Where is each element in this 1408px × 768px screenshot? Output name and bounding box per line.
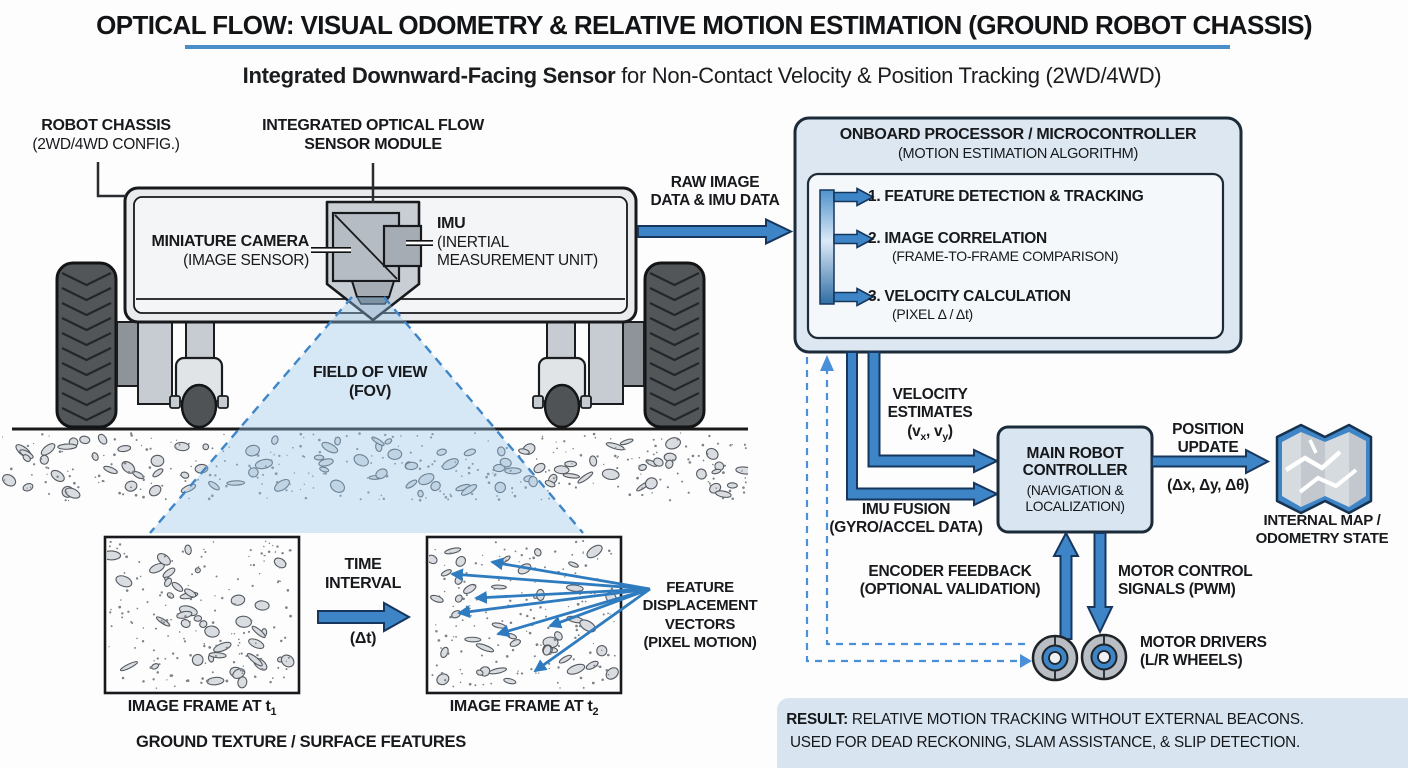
time-interval-arrow <box>317 601 412 633</box>
map-icon <box>1275 423 1373 515</box>
robot-chassis-label: ROBOT CHASSIS (2WD/4WD CONFIG.) <box>32 117 180 153</box>
processor-title: ONBOARD PROCESSOR / MICROCONTROLLER <box>839 126 1197 143</box>
motor-driver-right-icon <box>1080 633 1128 681</box>
step3-arrow <box>833 287 875 307</box>
main-robot-controller-box <box>996 425 1154 534</box>
image-frame-t1 <box>103 535 301 695</box>
page-subtitle: Integrated Downward-Facing Sensor for No… <box>242 63 1162 88</box>
miniature-camera-label: MINIATURE CAMERA (IMAGE SENSOR) <box>151 233 309 269</box>
image-frame-t2 <box>425 535 651 695</box>
sensor-module-label: INTEGRATED OPTICAL FLOW SENSOR MODULE <box>262 117 484 153</box>
step-3-label: 3. VELOCITY CALCULATION <box>868 288 1071 305</box>
motor-driver-left-icon <box>1031 634 1079 682</box>
feature-displacement-vectors <box>450 557 651 673</box>
processor-subtitle: (MOTION ESTIMATION ALGORITHM) <box>898 146 1138 162</box>
position-delta-label: (Δx, Δy, Δθ) <box>1167 477 1249 494</box>
motor-control-label: MOTOR CONTROL SIGNALS (PWM) <box>1118 563 1253 599</box>
optical-flow-sensor-module <box>325 200 423 322</box>
time-interval-label: TIME INTERVAL <box>324 556 402 592</box>
ground-texture-caption: GROUND TEXTURE / SURFACE FEATURES <box>136 733 466 751</box>
step-2-label: 2. IMAGE CORRELATION <box>868 230 1047 247</box>
frame2-caption: IMAGE FRAME AT t2 <box>449 698 599 719</box>
main-robot-controller-label: MAIN ROBOT CONTROLLER (NAVIGATION & LOCA… <box>1022 444 1128 514</box>
result-banner-text: RESULT: RELATIVE MOTION TRACKING WITHOUT… <box>786 711 1304 751</box>
raw-data-label: RAW IMAGE DATA & IMU DATA <box>650 174 780 210</box>
frame1-caption: IMAGE FRAME AT t1 <box>127 698 277 719</box>
dashed-up-arrowhead <box>820 355 834 371</box>
step-1-label: 1. FEATURE DETECTION & TRACKING <box>868 188 1144 205</box>
motor-control-arrow <box>1086 532 1114 635</box>
title-underline <box>185 45 1230 49</box>
step2-arrow <box>833 229 875 249</box>
page-title: OPTICAL FLOW: VISUAL ODOMETRY & RELATIVE… <box>96 10 1312 40</box>
position-update-label: POSITION UPDATE <box>1172 421 1244 457</box>
velocity-estimates-label: VELOCITY ESTIMATES (vx, vy) <box>887 386 973 443</box>
result-bar <box>777 698 1408 768</box>
position-update-arrow <box>1151 448 1271 475</box>
imu-fusion-label: IMU FUSION (GYRO/ACCEL DATA) <box>829 501 983 537</box>
chassis-callout-line <box>96 162 126 198</box>
internal-map-label: INTERNAL MAP / ODOMETRY STATE <box>1255 512 1389 547</box>
velocity-estimates-arrow <box>867 351 1000 474</box>
pipeline-bar <box>819 189 835 305</box>
caster-wheel-right <box>532 319 592 429</box>
step-2-sub: (FRAME-TO-FRAME COMPARISON) <box>892 248 1119 264</box>
dashed-right-arrowhead <box>1020 654 1032 668</box>
encoder-feedback-label: ENCODER FEEDBACK (OPTIONAL VALIDATION) <box>859 563 1041 599</box>
fov-label: FIELD OF VIEW (FOV) <box>312 364 428 400</box>
robot-chassis-graphic <box>55 162 706 429</box>
step-3-sub: (PIXEL Δ / Δt) <box>892 306 973 322</box>
displacement-vectors-label: FEATURE DISPLACEMENT VECTORS (PIXEL MOTI… <box>642 579 758 651</box>
step1-arrow <box>833 187 875 207</box>
imu-fusion-arrow <box>846 351 1000 507</box>
dashed-feedback-lines <box>805 357 1025 663</box>
encoder-feedback-arrow <box>1052 530 1080 640</box>
delta-t-label: (Δt) <box>349 630 377 647</box>
camera-lens <box>350 280 396 298</box>
raw-data-arrow <box>637 217 794 246</box>
processor-panel <box>793 116 1243 354</box>
fov-cone <box>149 296 584 534</box>
motor-drivers-label: MOTOR DRIVERS (L/R WHEELS) <box>1140 634 1267 670</box>
ground-texture-strip <box>2 432 748 502</box>
caster-wheel-left <box>169 319 229 429</box>
imu-label: IMU (INERTIAL MEASUREMENT UNIT) <box>437 215 598 270</box>
